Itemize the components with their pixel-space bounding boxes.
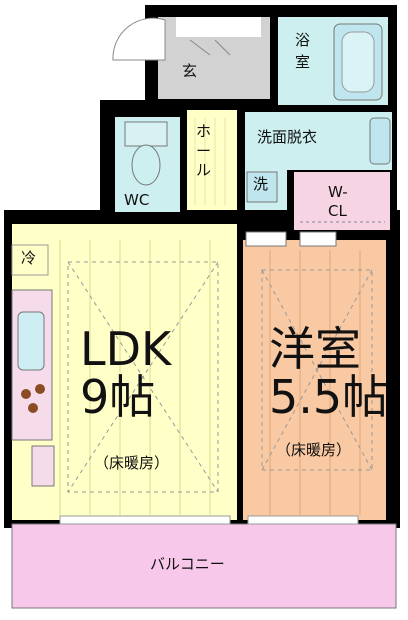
balcony-label: バルコニー xyxy=(150,555,225,573)
western-size-label: 5.5帖 xyxy=(269,370,389,424)
toilet-label: WC xyxy=(124,191,150,209)
kitchen-sink xyxy=(17,311,45,371)
stove-burner xyxy=(21,389,31,399)
closet-floor xyxy=(294,172,390,230)
stove-burner xyxy=(28,403,38,413)
balcony-floor xyxy=(11,523,397,609)
washer-box xyxy=(246,171,278,203)
ldk-name-label: LDK xyxy=(80,322,172,376)
ldk-note-label: （床暖房） xyxy=(94,454,170,472)
entrance-label: 玄 xyxy=(182,62,198,80)
washer-label: 洗 xyxy=(253,175,269,193)
western-note-label: （床暖房） xyxy=(276,441,352,459)
washroom-label: 洗面脱衣 xyxy=(257,128,318,146)
fridge-label: 冷 xyxy=(21,249,37,267)
ldk-size-label: 9帖 xyxy=(80,370,156,424)
toilet-bowl xyxy=(131,144,161,186)
western-name-label: 洋室 xyxy=(269,322,361,376)
closet-label: W- CL xyxy=(328,183,348,220)
washroom-floor xyxy=(245,112,392,170)
western-room-floor xyxy=(243,240,386,520)
hall-label: ホ ー ル xyxy=(196,122,212,179)
bath-label: 浴 室 xyxy=(295,31,311,71)
stove-burner xyxy=(35,384,45,394)
